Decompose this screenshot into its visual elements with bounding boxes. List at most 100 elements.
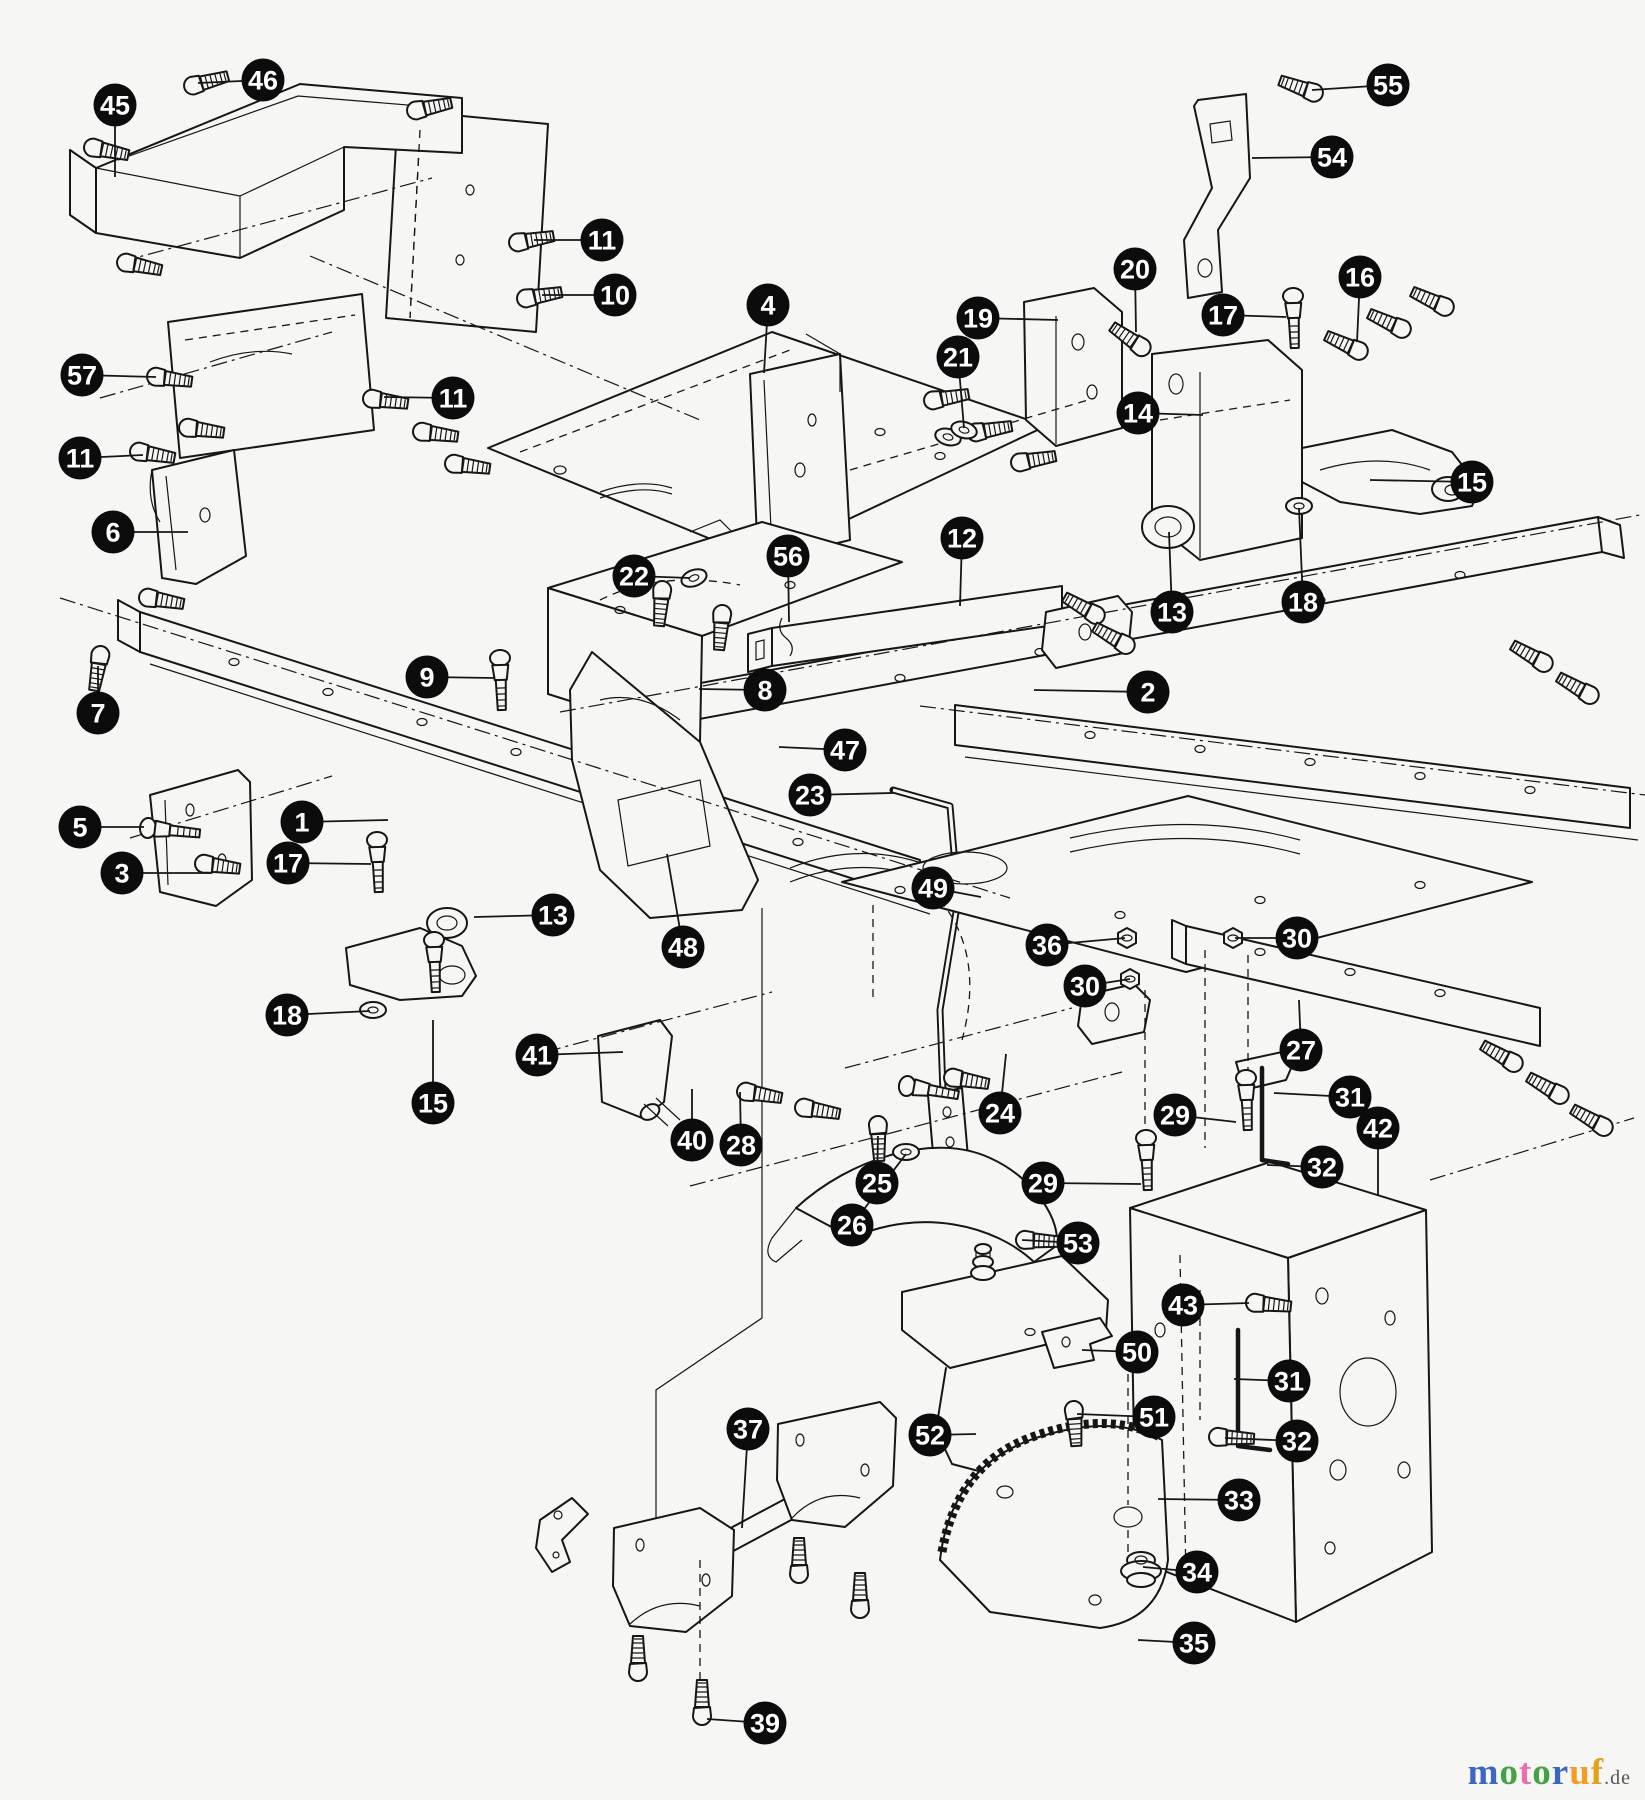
callout-11[interactable]: 11: [580, 218, 624, 262]
callout-29[interactable]: 29: [1021, 1161, 1065, 1205]
bolt-icon: [1134, 1128, 1159, 1192]
callout-number: 12: [947, 524, 977, 554]
callout-13[interactable]: 13: [531, 893, 575, 937]
callout-9[interactable]: 9: [405, 655, 449, 699]
callout-number: 40: [677, 1126, 707, 1156]
callout-15[interactable]: 15: [1450, 460, 1494, 504]
screw-icon: [136, 586, 187, 614]
callout-number: 18: [272, 1001, 302, 1031]
callout-30[interactable]: 30: [1275, 916, 1319, 960]
callout-number: 31: [1335, 1083, 1365, 1113]
screw-icon: [1477, 1036, 1528, 1077]
callout-26[interactable]: 26: [830, 1203, 874, 1247]
callout-50[interactable]: 50: [1115, 1330, 1159, 1374]
callout-17[interactable]: 17: [1201, 293, 1245, 337]
callout-number: 25: [862, 1169, 892, 1199]
callout-number: 32: [1282, 1427, 1312, 1457]
callout-43[interactable]: 43: [1161, 1283, 1205, 1327]
callout-32[interactable]: 32: [1275, 1419, 1319, 1463]
callout-40[interactable]: 40: [670, 1118, 714, 1162]
callout-42[interactable]: 42: [1356, 1106, 1400, 1150]
callout-10[interactable]: 10: [593, 273, 637, 317]
callout-32[interactable]: 32: [1300, 1145, 1344, 1189]
screw-icon: [1008, 446, 1059, 474]
callout-number: 10: [600, 281, 630, 311]
watermark-suffix: .de: [1604, 1767, 1631, 1789]
screw-icon: [1364, 304, 1415, 342]
callout-39[interactable]: 39: [743, 1701, 787, 1745]
callout-41[interactable]: 41: [515, 1033, 559, 1077]
callout-12[interactable]: 12: [940, 516, 984, 560]
watermark-letter: o: [1532, 1752, 1552, 1793]
callout-21[interactable]: 21: [936, 335, 980, 379]
callout-47[interactable]: 47: [823, 728, 867, 772]
callout-48[interactable]: 48: [661, 925, 705, 969]
watermark-motoruf[interactable]: motoruf.de: [1468, 1751, 1631, 1794]
callout-2[interactable]: 2: [1126, 670, 1170, 714]
callout-number: 43: [1168, 1291, 1198, 1321]
screw-icon: [1553, 668, 1604, 709]
callout-29[interactable]: 29: [1153, 1093, 1197, 1137]
callout-53[interactable]: 53: [1056, 1221, 1100, 1265]
watermark-letter: u: [1569, 1752, 1591, 1793]
callout-17[interactable]: 17: [266, 841, 310, 885]
screw-icon: [734, 1080, 785, 1108]
callout-number: 41: [522, 1041, 552, 1071]
callout-34[interactable]: 34: [1175, 1550, 1219, 1594]
callout-30[interactable]: 30: [1063, 964, 1107, 1008]
callout-49[interactable]: 49: [911, 866, 955, 910]
callout-52[interactable]: 52: [908, 1413, 952, 1457]
callout-1[interactable]: 1: [280, 800, 324, 844]
callout-35[interactable]: 35: [1172, 1621, 1216, 1665]
callout-number: 55: [1373, 71, 1403, 101]
lift-shaft-assembly: [535, 1401, 897, 1633]
callout-28[interactable]: 28: [719, 1123, 763, 1167]
callout-number: 36: [1032, 931, 1062, 961]
callout-number: 56: [773, 542, 803, 572]
watermark-letter: f: [1590, 1752, 1605, 1793]
callout-37[interactable]: 37: [726, 1407, 770, 1451]
callout-number: 28: [726, 1131, 756, 1161]
callout-55[interactable]: 55: [1366, 63, 1410, 107]
callout-number: 50: [1122, 1338, 1152, 1368]
callout-57[interactable]: 57: [60, 353, 104, 397]
callout-18[interactable]: 18: [265, 993, 309, 1037]
callout-number: 30: [1070, 972, 1100, 1002]
callout-19[interactable]: 19: [956, 296, 1000, 340]
callout-number: 11: [588, 226, 617, 256]
callout-33[interactable]: 33: [1217, 1478, 1261, 1522]
callout-6[interactable]: 6: [91, 510, 135, 554]
callout-13[interactable]: 13: [1150, 590, 1194, 634]
callout-3[interactable]: 3: [100, 851, 144, 895]
callout-54[interactable]: 54: [1310, 135, 1354, 179]
callout-8[interactable]: 8: [743, 668, 787, 712]
callout-51[interactable]: 51: [1132, 1395, 1176, 1439]
callout-number: 21: [943, 343, 973, 373]
callout-4[interactable]: 4: [746, 283, 790, 327]
callout-11[interactable]: 11: [431, 376, 475, 420]
callout-25[interactable]: 25: [855, 1161, 899, 1205]
callout-20[interactable]: 20: [1113, 247, 1157, 291]
callout-18[interactable]: 18: [1281, 580, 1325, 624]
callout-23[interactable]: 23: [788, 773, 832, 817]
callout-45[interactable]: 45: [93, 83, 137, 127]
callout-number: 2: [1140, 678, 1155, 708]
callout-24[interactable]: 24: [978, 1091, 1022, 1135]
callout-number: 9: [419, 663, 434, 693]
callout-46[interactable]: 46: [241, 58, 285, 102]
callout-11[interactable]: 11: [58, 436, 102, 480]
callout-27[interactable]: 27: [1279, 1028, 1323, 1072]
callout-14[interactable]: 14: [1116, 391, 1160, 435]
callout-number: 53: [1063, 1229, 1093, 1259]
callout-31[interactable]: 31: [1328, 1075, 1372, 1119]
callout-16[interactable]: 16: [1338, 255, 1382, 299]
callout-15[interactable]: 15: [411, 1081, 455, 1125]
callout-7[interactable]: 7: [76, 691, 120, 735]
callout-56[interactable]: 56: [766, 534, 810, 578]
callout-36[interactable]: 36: [1025, 923, 1069, 967]
callout-22[interactable]: 22: [612, 554, 656, 598]
callout-5[interactable]: 5: [58, 805, 102, 849]
callout-number: 32: [1307, 1153, 1337, 1183]
callout-31[interactable]: 31: [1267, 1359, 1311, 1403]
